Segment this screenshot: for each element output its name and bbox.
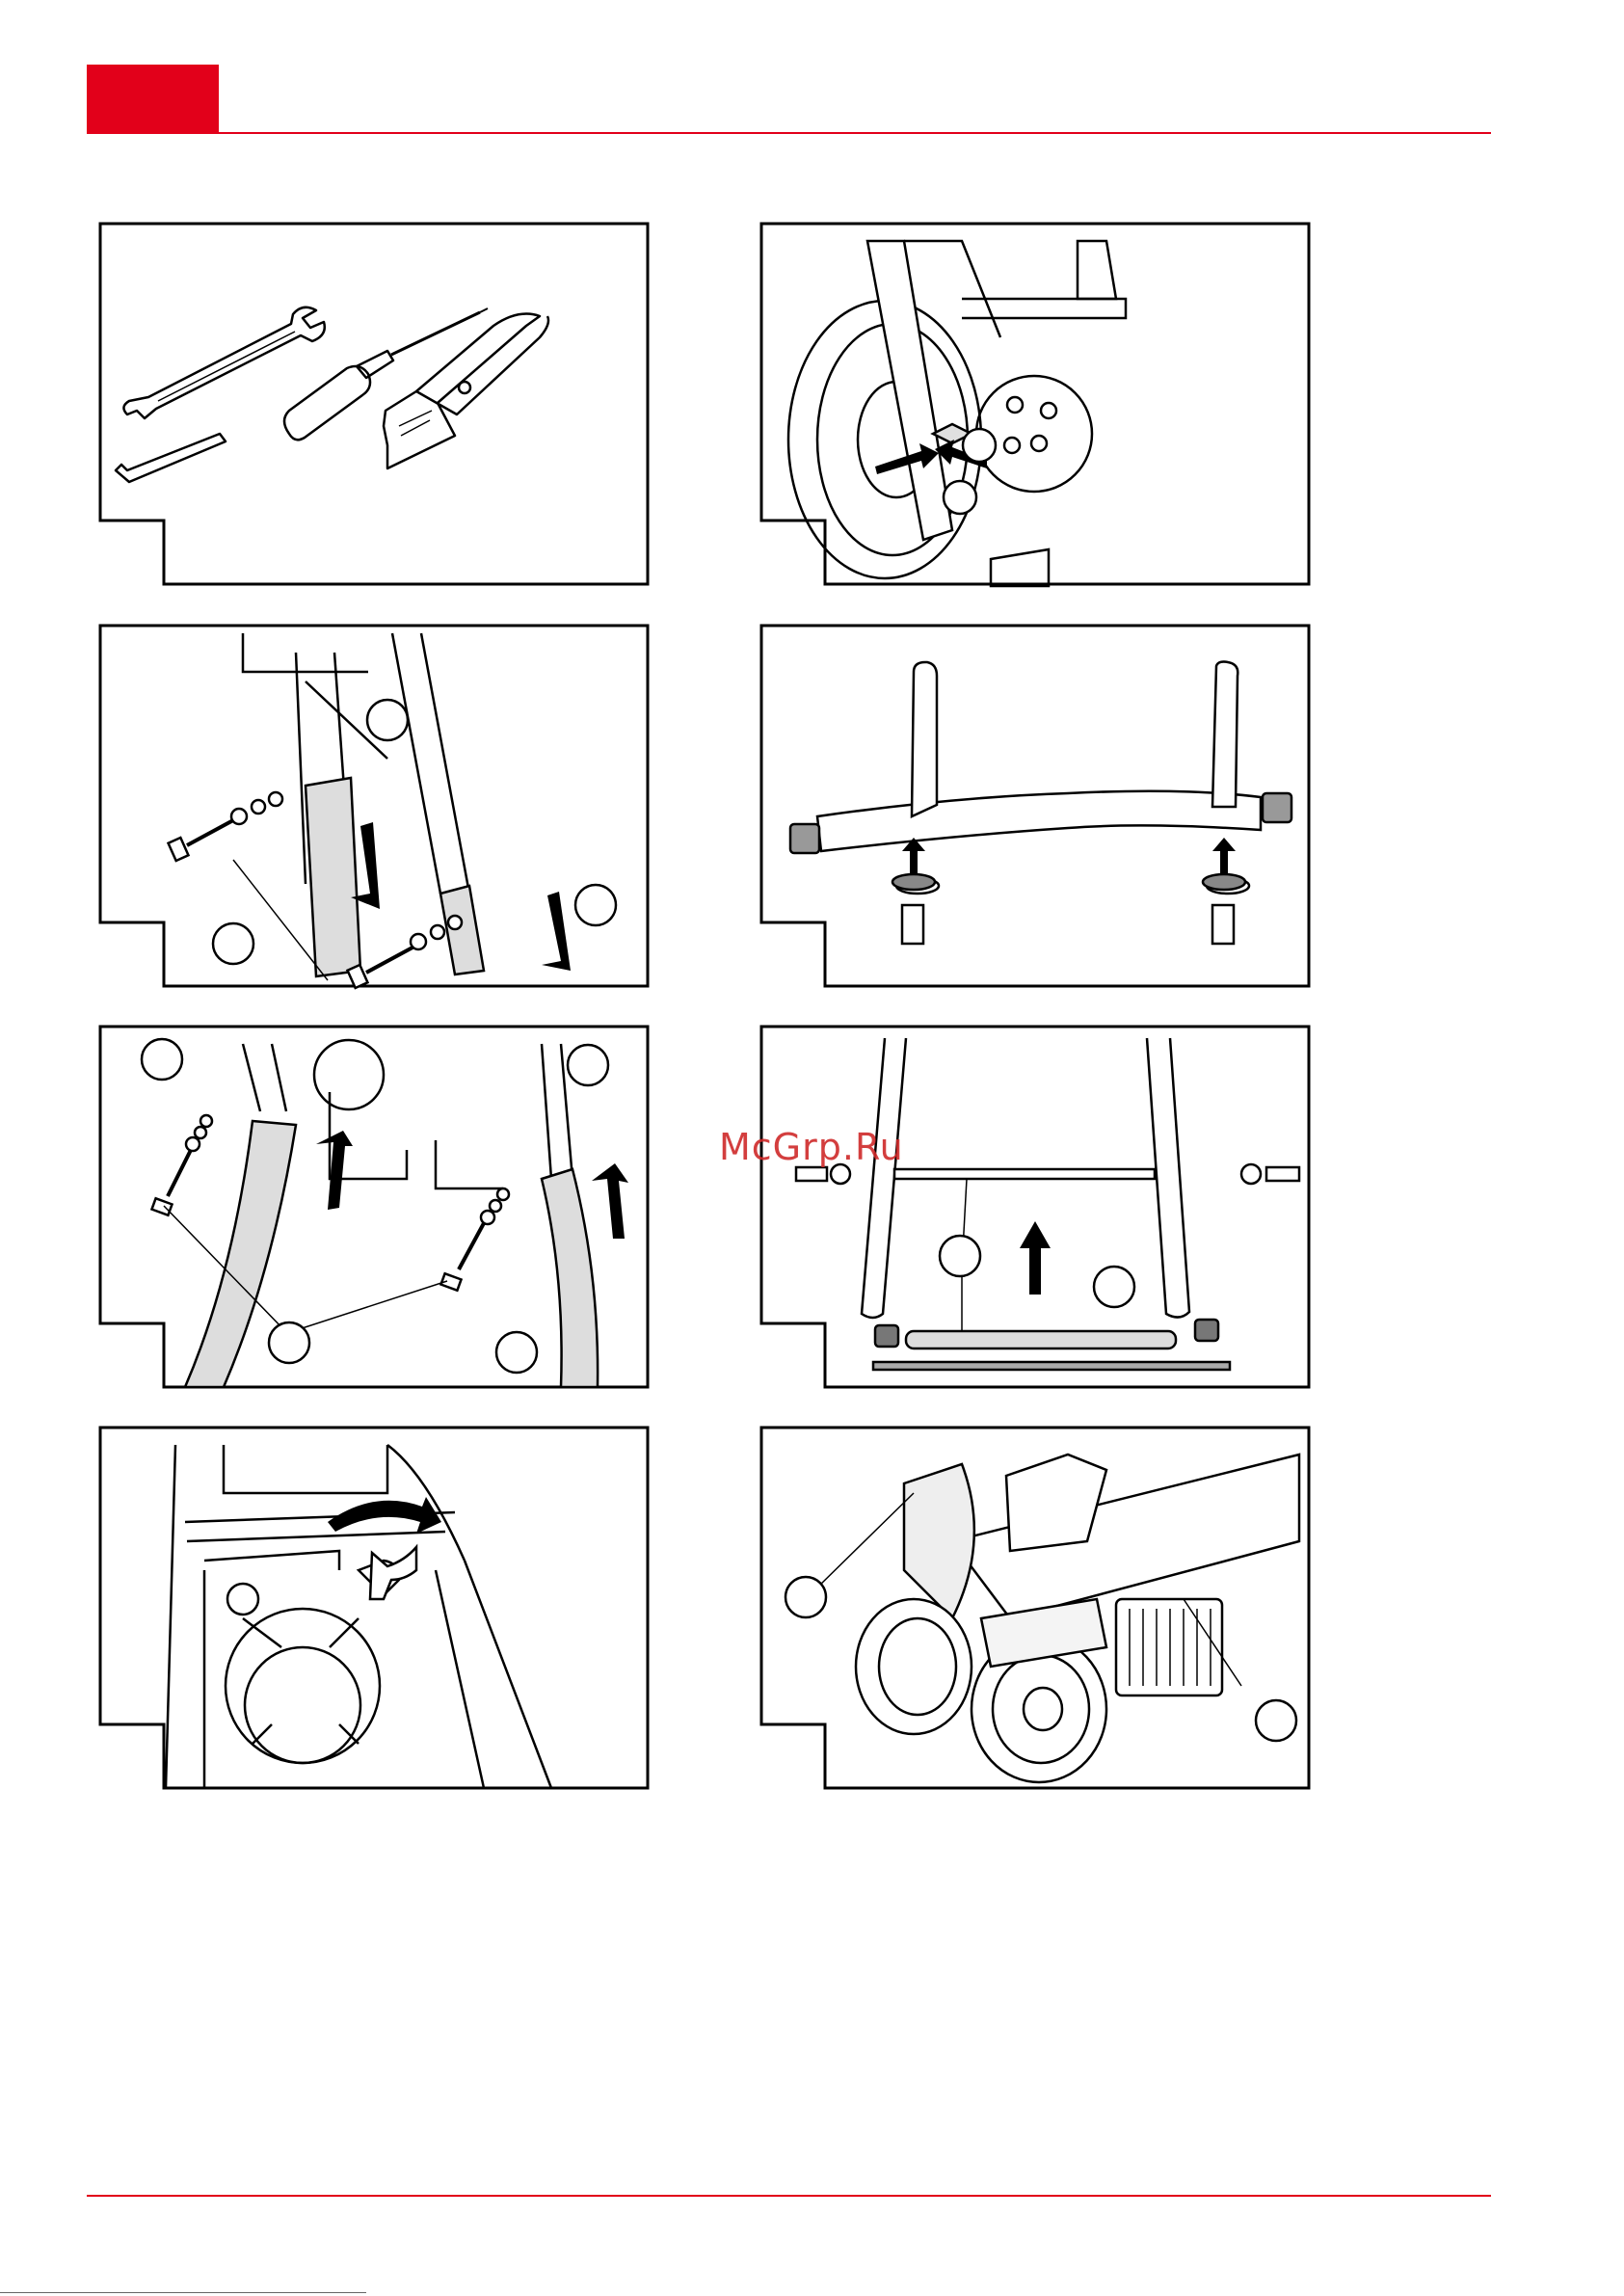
figure-legs-bolts-2: [98, 1025, 650, 1389]
callout-circle: [963, 429, 996, 462]
header-rule: [87, 132, 1491, 134]
footer-rule: [87, 2195, 1491, 2197]
figure-crossbar-feet: [759, 624, 1311, 988]
splitter-illustration: [759, 1426, 1311, 1790]
callout-circle: [496, 1332, 537, 1373]
crossbar-illustration: [759, 624, 1311, 988]
callout-circle: [944, 481, 976, 514]
tube-rod-illustration: [759, 1025, 1311, 1389]
motor-icon: [1116, 1599, 1222, 1695]
wheel-pin-illustration: [759, 222, 1311, 586]
callout-circle: [367, 700, 408, 740]
callout-circle: [940, 1236, 980, 1276]
callout-circle: [142, 1039, 182, 1080]
watermark: McGrp.Ru: [719, 1126, 904, 1168]
callout-circle: [269, 1322, 309, 1363]
callout-circle: [213, 923, 253, 964]
figure-tools: [98, 222, 650, 586]
figure-tube-rod: [759, 1025, 1311, 1389]
threaded-rod-icon: [873, 1362, 1230, 1370]
footer-edge-line: [0, 2292, 366, 2293]
figure-wheel-pin: [759, 222, 1311, 586]
callout-circle: [785, 1577, 826, 1617]
callout-circle: [1094, 1267, 1134, 1307]
tools-illustration: [98, 222, 650, 586]
legs-bolts-illustration: [98, 624, 650, 988]
lever-knob-illustration: [98, 1426, 650, 1790]
header-accent-block: [87, 65, 219, 132]
leg-tube-icon: [306, 778, 360, 976]
callout-circle: [575, 885, 616, 925]
figure-lever-knob: [98, 1426, 650, 1790]
figure-legs-bolts-1: [98, 624, 650, 988]
figure-splitter-assembled: [759, 1426, 1311, 1790]
callout-circle: [1256, 1700, 1296, 1741]
callout-circle: [568, 1045, 608, 1085]
legs-bolts-2-illustration: [98, 1025, 650, 1389]
tube-icon: [906, 1331, 1176, 1348]
